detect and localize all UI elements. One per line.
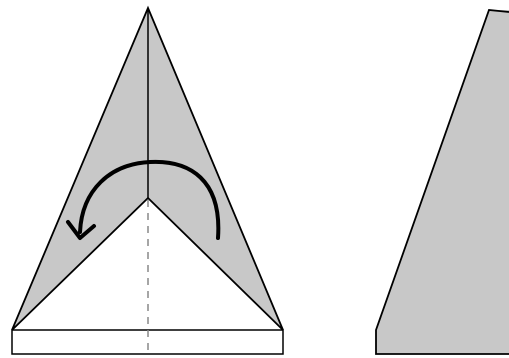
folded-airplane-body [376, 10, 509, 354]
fold-step-left [12, 8, 283, 354]
fold-step-right [376, 10, 509, 354]
